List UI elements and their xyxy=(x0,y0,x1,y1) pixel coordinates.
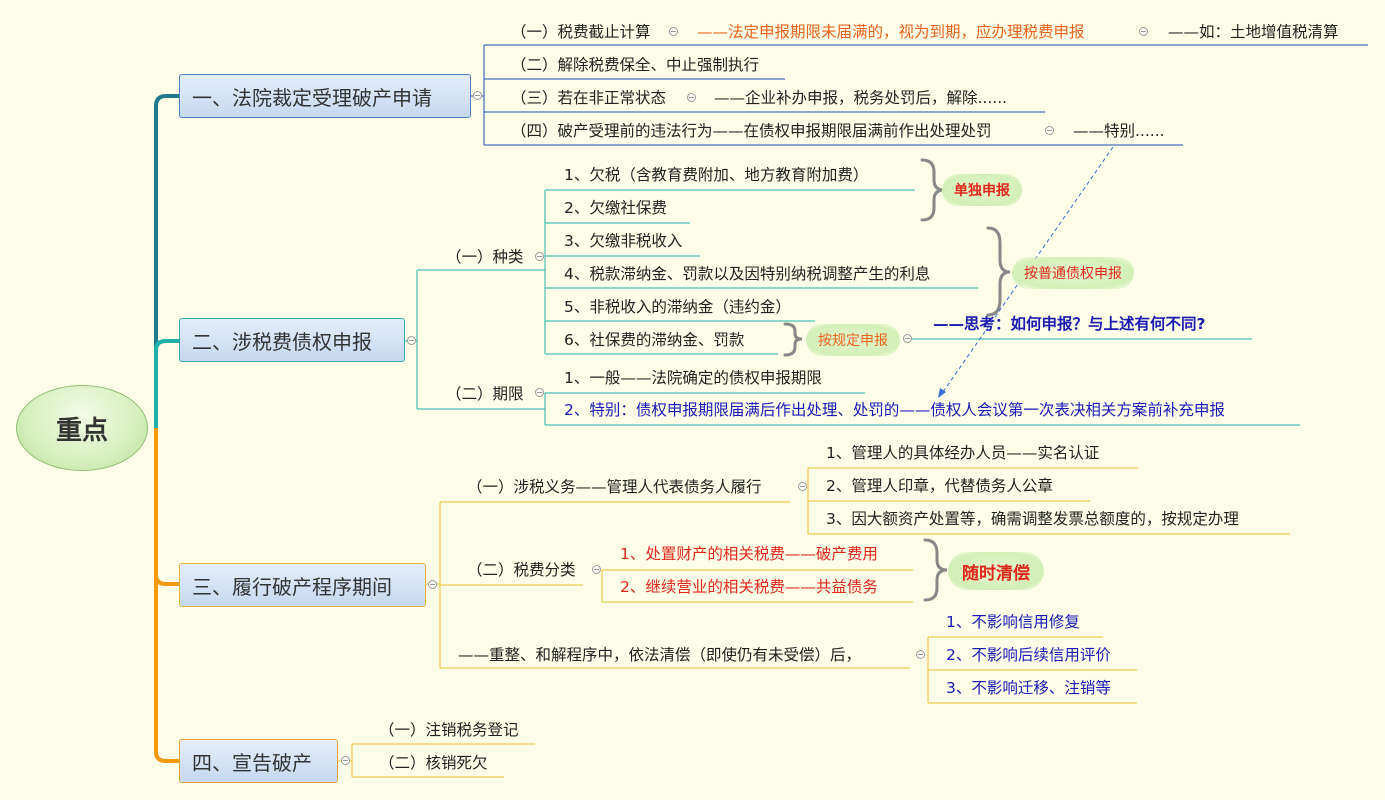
b3-duty-3[interactable]: 3、因大额资产处置等，确需调整发票总额度的，按规定办理 xyxy=(826,510,1239,528)
b1-item-4-label[interactable]: （四）破产受理前的违法行为——在债权申报期限届满前作出处理处罚 xyxy=(511,122,992,140)
tag-ordinary-claim[interactable]: 按普通债权申报 xyxy=(1012,257,1134,289)
b1-item-1-note[interactable]: ——如：土地增值税清算 xyxy=(1168,23,1339,41)
b2-term-label[interactable]: （二）期限 xyxy=(446,385,524,403)
b1-item-1-label[interactable]: （一）税费截止计算 xyxy=(511,23,651,41)
b1-item-4-detail[interactable]: ——特别...... xyxy=(1073,122,1165,140)
b2-term-1[interactable]: 1、一般——法院确定的债权申报期限 xyxy=(564,369,822,387)
branch-1-title[interactable]: 一、法院裁定受理破产申请 xyxy=(179,74,471,118)
b3-class-1[interactable]: 1、处置财产的相关税费——破产费用 xyxy=(620,545,878,563)
b2-kind-4[interactable]: 4、税款滞纳金、罚款以及因特别纳税调整产生的利息 xyxy=(564,265,931,283)
root-node[interactable]: 重点 xyxy=(16,385,148,471)
b4-item-1[interactable]: （一）注销税务登记 xyxy=(379,721,519,739)
collapse-toggle-icon[interactable] xyxy=(669,27,678,36)
b1-item-1-detail[interactable]: ——法定申报期限未届满的，视为到期，应办理税费申报 xyxy=(697,23,1085,41)
b1-item-3-label[interactable]: （三）若在非正常状态 xyxy=(511,89,667,107)
branch-4-title[interactable]: 四、宣告破产 xyxy=(179,739,338,783)
collapse-toggle-icon[interactable] xyxy=(903,334,912,343)
collapse-toggle-icon[interactable] xyxy=(535,388,544,397)
collapse-toggle-icon[interactable] xyxy=(341,756,350,765)
b3-class-2[interactable]: 2、继续营业的相关税费——共益债务 xyxy=(620,578,878,596)
tag-pay-anytime[interactable]: 随时清偿 xyxy=(948,552,1044,590)
collapse-toggle-icon[interactable] xyxy=(798,482,807,491)
b2-kind-2[interactable]: 2、欠缴社保费 xyxy=(564,199,667,217)
b1-item-2-label[interactable]: （二）解除税费保全、中止强制执行 xyxy=(511,56,760,74)
collapse-toggle-icon[interactable] xyxy=(407,336,416,345)
b2-kind-3[interactable]: 3、欠缴非税收入 xyxy=(564,232,683,250)
b1-item-3-detail[interactable]: ——企业补办申报，税务处罚后，解除...... xyxy=(714,89,1008,107)
b3-reorg-1[interactable]: 1、不影响信用修复 xyxy=(946,613,1080,631)
b2-kind-5[interactable]: 5、非税收入的滞纳金（违约金） xyxy=(564,298,791,316)
collapse-toggle-icon[interactable] xyxy=(535,252,544,261)
collapse-toggle-icon[interactable] xyxy=(1045,126,1054,135)
collapse-toggle-icon[interactable] xyxy=(916,650,925,659)
b3-class-label[interactable]: （二）税费分类 xyxy=(467,561,576,579)
b2-kinds-label[interactable]: （一）种类 xyxy=(446,248,524,266)
b3-duty-label[interactable]: （一）涉税义务——管理人代表债务人履行 xyxy=(467,478,762,496)
b2-think-question[interactable]: ——思考：如何申报？与上述有何不同? xyxy=(933,315,1206,333)
tag-separate-report[interactable]: 单独申报 xyxy=(942,174,1022,206)
collapse-toggle-icon[interactable] xyxy=(687,93,696,102)
b3-reorg-3[interactable]: 3、不影响迁移、注销等 xyxy=(946,679,1111,697)
b3-duty-2[interactable]: 2、管理人印章，代替债务人公章 xyxy=(826,477,1053,495)
b3-reorg-label[interactable]: ——重整、和解程序中，依法清偿（即使仍有未受偿）后， xyxy=(458,646,862,664)
b2-kind-1[interactable]: 1、欠税（含教育费附加、地方教育附加费） xyxy=(564,166,869,184)
branch-3-title[interactable]: 三、履行破产程序期间 xyxy=(179,563,426,607)
b2-kind-6[interactable]: 6、社保费的滞纳金、罚款 xyxy=(564,331,745,349)
b4-item-2[interactable]: （二）核销死欠 xyxy=(379,754,488,772)
collapse-toggle-icon[interactable] xyxy=(1139,27,1148,36)
b2-term-2[interactable]: 2、特别：债权申报期限届满后作出处理、处罚的——债权人会议第一次表决相关方案前补… xyxy=(564,401,1225,419)
collapse-toggle-icon[interactable] xyxy=(473,91,482,100)
branch-2-title[interactable]: 二、涉税费债权申报 xyxy=(179,318,405,362)
b3-duty-1[interactable]: 1、管理人的具体经办人员——实名认证 xyxy=(826,444,1100,462)
b3-reorg-2[interactable]: 2、不影响后续信用评价 xyxy=(946,646,1111,664)
tag-regulated-report[interactable]: 按规定申报 xyxy=(806,324,900,356)
collapse-toggle-icon[interactable] xyxy=(592,565,601,574)
collapse-toggle-icon[interactable] xyxy=(428,580,437,589)
